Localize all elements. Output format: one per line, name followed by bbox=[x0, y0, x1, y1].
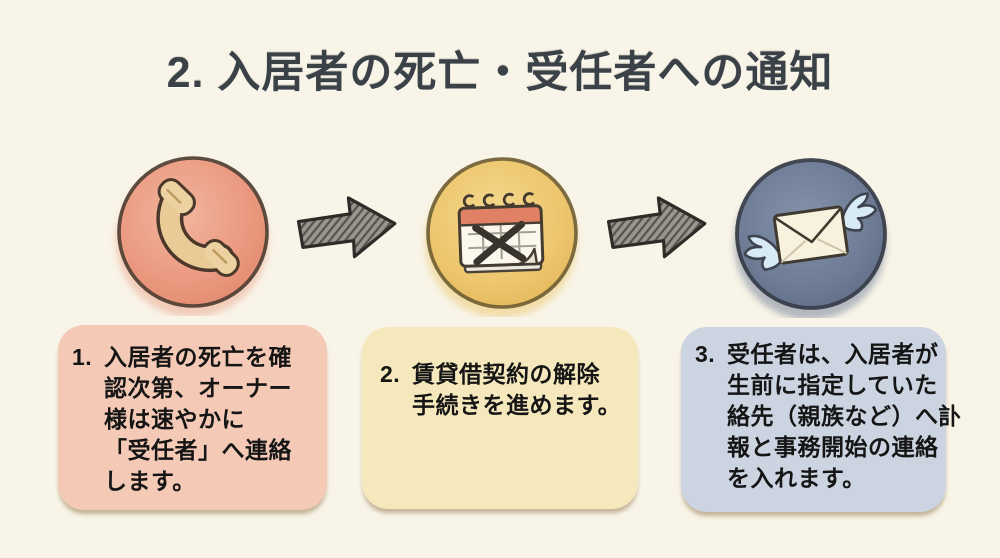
step-2-card: 2. 賃貸借契約の解除 手続きを進めます。 bbox=[362, 327, 638, 509]
step-2-text: 賃貸借契約の解除 手続きを進めます。 bbox=[412, 361, 622, 418]
step-1-text: 入居者の死亡を確 認次第、オーナー 様は速やかに 「受任者」へ連絡 します。 bbox=[104, 344, 292, 494]
step-1-card: 1. 入居者の死亡を確 認次第、オーナー 様は速やかに 「受任者」へ連絡 します… bbox=[58, 325, 327, 510]
page-title: 2. 入居者の死亡・受任者への通知 bbox=[166, 49, 834, 97]
step-1-number: 1. bbox=[72, 344, 93, 370]
right-arrow-icon bbox=[296, 196, 397, 259]
winged-mail-icon bbox=[734, 158, 887, 318]
right-arrow-icon bbox=[606, 196, 707, 259]
step-3-text: 受任者は、入居者が 生前に指定していた 絡先（親族など）へ訃 報と事務開始の連絡… bbox=[727, 341, 962, 491]
step-2-number: 2. bbox=[380, 361, 401, 387]
step-3-number: 3. bbox=[695, 341, 716, 367]
phone-icon bbox=[116, 156, 269, 316]
step-3-card: 3. 受任者は、入居者が 生前に指定していた 絡先（親族など）へ訃 報と事務開始… bbox=[681, 327, 962, 512]
cancelled-calendar-icon bbox=[425, 157, 578, 317]
